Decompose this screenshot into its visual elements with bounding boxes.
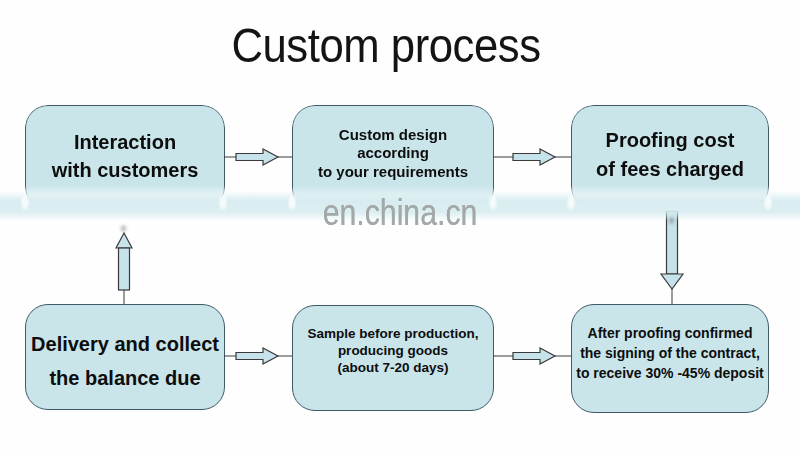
flow-box-line: After proofing confirmed (588, 323, 753, 343)
arrow-right-icon (224, 145, 292, 169)
arrow-up-icon (111, 224, 137, 304)
flow-box-line: according (357, 144, 429, 163)
flow-box-delivery: Delivery and collect the balance due (25, 304, 225, 410)
flow-box-line: the balance due (49, 361, 200, 395)
flow-box-line: Custom design (339, 126, 447, 145)
flow-box-line: Interaction (74, 128, 176, 156)
arrow-right-icon (493, 145, 571, 169)
flow-box-after-proofing: After proofing confirmed the signing of … (571, 304, 769, 413)
page-title: Custom process (35, 22, 738, 70)
flow-box-line: of fees charged (596, 155, 744, 184)
flow-box-line: to your requirements (318, 163, 468, 182)
band-flare (18, 192, 32, 218)
flow-box-line: (about 7-20 days) (337, 359, 448, 376)
arrow-right-icon (224, 344, 292, 368)
flow-box-line: Proofing cost (606, 126, 735, 155)
flow-box-line: with customers (52, 156, 199, 184)
band-flare (761, 192, 775, 218)
arrow-right-icon (493, 344, 571, 368)
watermark-text: en.china.cn (64, 195, 736, 231)
flow-box-line: the signing of the contract, (580, 343, 760, 363)
flow-box-line: Delivery and collect (31, 327, 219, 361)
flow-box-sample: Sample before production, producing good… (292, 305, 494, 411)
flow-box-line: to receive 30% -45% deposit (576, 363, 764, 383)
flow-box-line: Sample before production, (307, 325, 478, 342)
flow-box-line: producing goods (338, 342, 448, 359)
